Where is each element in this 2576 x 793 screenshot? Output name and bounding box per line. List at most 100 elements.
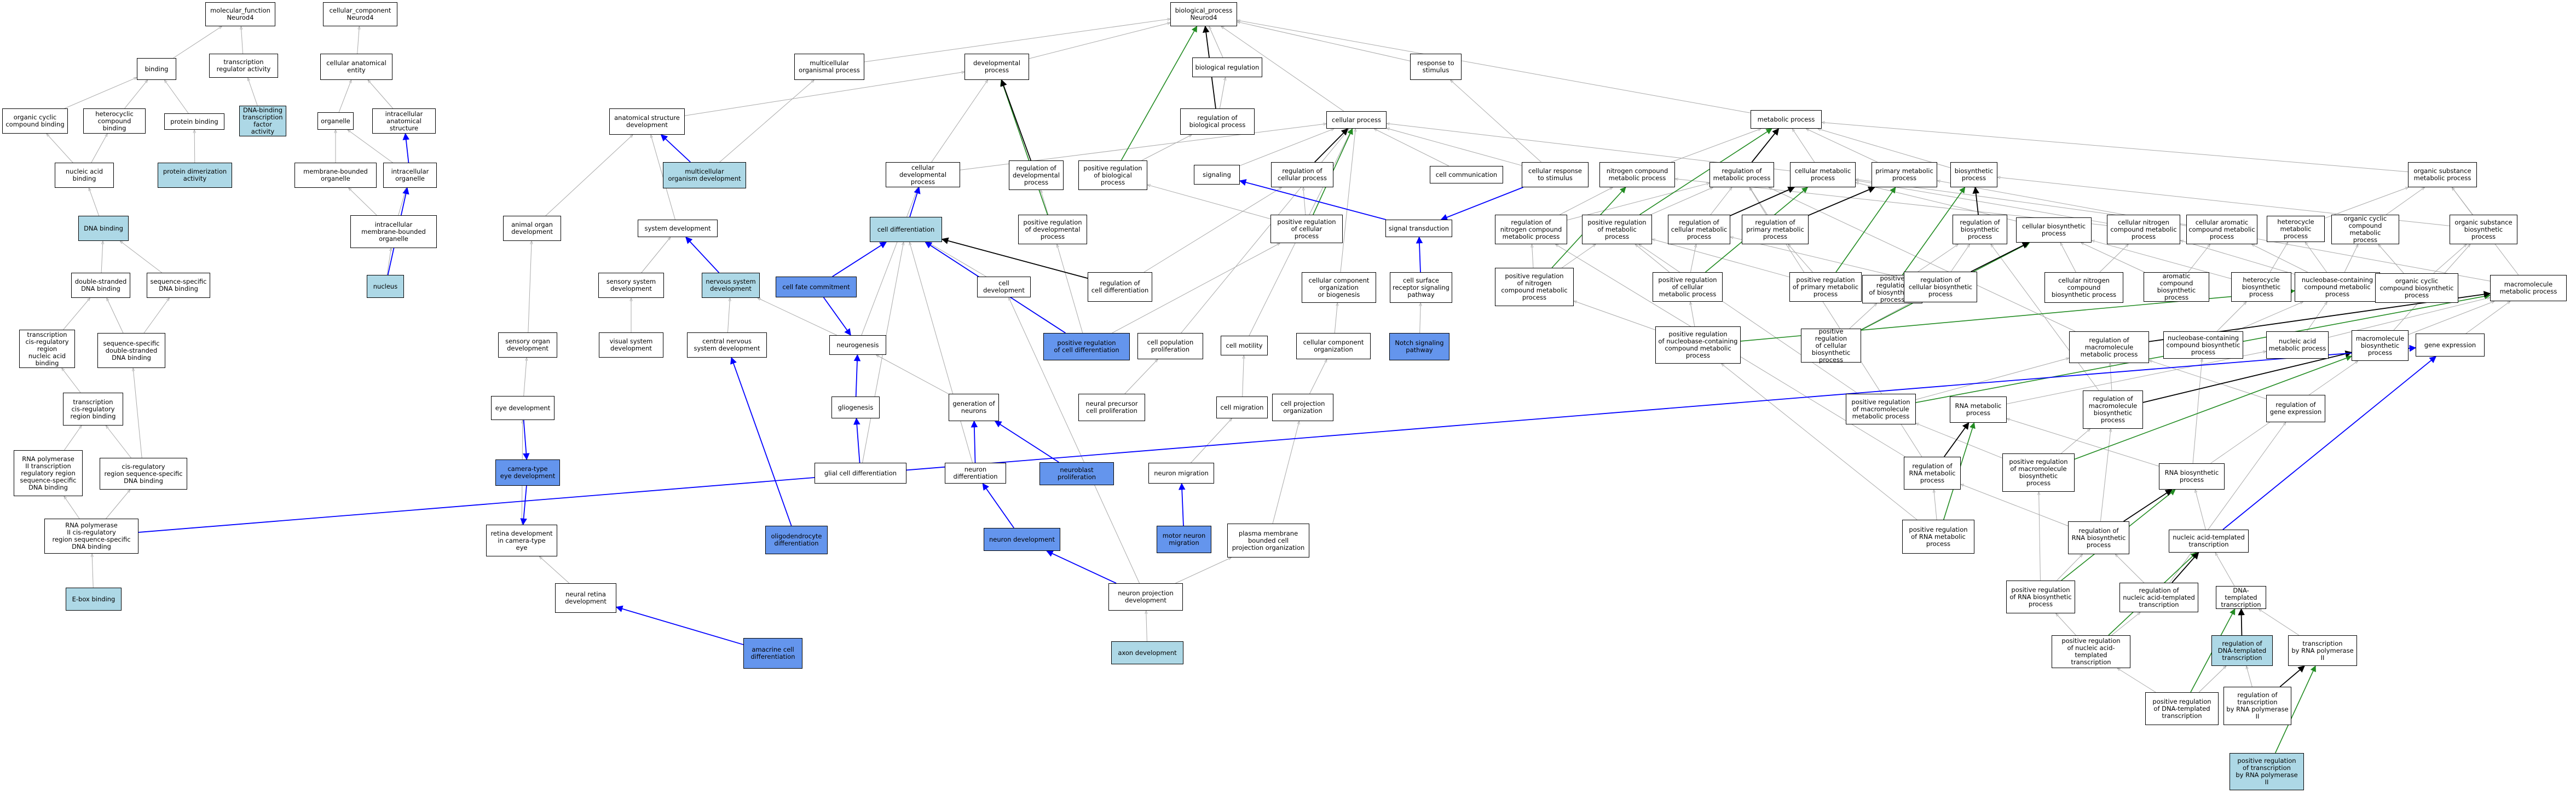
term-node-cc: cellular_component Neurod4 [323,2,397,26]
term-node-hmp: heterocycle metabolic process [2267,216,2325,242]
edge-gray-cncmp-to-cmp [1856,180,2107,224]
term-node-rmp: regulation of metabolic process [1709,162,1774,187]
term-node-camp: cellular aromatic compound metabolic pro… [2186,215,2257,244]
edge-green-prbp-to-bp [1120,26,1198,161]
edge-gray-prcp-to-prbp [1147,185,1271,220]
edge-blue-acd-to-nrd [615,605,744,645]
edge-gray-prrnamp-to-rrnamp [1934,490,1937,520]
edge-gray-prcmp-to-prmp [1635,244,1670,273]
edge-gray-mod-to-mop [719,80,815,163]
edge-gray-ccom-to-cp [1374,128,1449,166]
edge-blue-crs-to-st [1440,187,1523,221]
edge-gray-mp-to-bp [1237,20,1751,113]
term-node-tra: transcription regulator activity [209,54,278,78]
edge-gray-rrnabsp-to-rrnamp [1961,484,2069,526]
edge-gray-nrd-to-rdev [539,556,570,584]
edge-gray-rnap2-to-trcrb [64,426,82,451]
edge-gray-ssdsdb-to-ssdb [143,298,169,334]
edge-gray-mop-to-bp [864,19,1170,62]
edge-black-rcbsp-to-cbsp [1971,242,2030,272]
term-node-neurogenesis: neurogenesis [829,335,886,355]
term-node-ge: gene expression [2416,334,2485,357]
term-node-cncmp: cellular nitrogen compound metabolic pro… [2107,215,2180,244]
term-node-prcd: positive regulation of cell differentiat… [1043,333,1130,360]
edge-gray-dnab-to-nab [89,188,100,216]
term-node-trnap2: transcription by RNA polymerase II [2288,635,2357,666]
term-node-cpo: cell projection organization [1272,394,1333,421]
term-node-cmot: cell motility [1221,336,1268,355]
term-node-nccbsp: nucleobase-containing compound biosynthe… [2163,331,2243,359]
term-node-ias: intracellular anatomical structure [372,108,436,134]
term-node-rge: regulation of gene expression [2266,395,2325,422]
term-node-ed: eye development [491,396,555,420]
term-node-ad: axon development [1111,641,1183,664]
term-node-hcb: heterocyclic compound binding [83,108,146,134]
term-node-bsp: biosynthetic process [1950,162,1997,187]
edge-gray-ssdb-to-dnab [120,241,163,273]
edge-gray-nsp-to-csrsp [1420,303,1421,334]
edge-gray-rbp-to-breg [1219,77,1225,109]
edge-gray-prmmp-to-prmp [1639,244,1859,394]
edge-gray-io-to-organelle [348,130,393,163]
term-node-natt: nucleic acid-templated transcription [2169,530,2249,553]
term-node-nd: neuron differentiation [945,463,1006,484]
term-node-mop: multicellular organismal process [794,54,864,80]
edge-black-rbsp-to-bsp [1972,186,1980,215]
edge-gray-acbsp-to-cbsp [2081,242,2145,273]
edge-gray-nametp-to-nccmp [2306,302,2327,332]
edge-gray-ncmp-to-mp [1671,129,1761,163]
edge-gray-prcmp-to-rcmp [1690,244,1696,273]
term-node-rbp: regulation of biological process [1180,108,1255,135]
edge-gray-hbsp-to-hmp [2269,242,2288,273]
edge-blue-cfc-to-neurogenesis [823,297,851,336]
term-node-occb: organic cyclic compound binding [2,108,68,134]
term-node-cmig: cell migration [1216,396,1268,418]
edge-blue-nd-to-gon [971,420,978,463]
term-node-dnab: DNA binding [78,216,129,241]
edge-gray-nucleus-to-imbo [386,248,391,275]
edge-gray-asd-to-dp [684,72,964,116]
edge-gray-prnatt-to-rnatt [2111,612,2141,636]
term-node-rcbsp: regulation of cellular biosynthetic proc… [1904,272,1977,302]
edge-gray-acbsp-to-camp [2187,244,2210,273]
term-node-mf: molecular_function Neurod4 [205,2,275,26]
edge-gray-prrnamp-to-prncc [1722,364,1917,520]
edge-gray-rnatt-to-rge [2169,422,2286,583]
edge-gray-npd-to-cdev [1008,297,1140,584]
term-node-sig: signaling [1194,165,1240,185]
term-node-rcmp: regulation of cellular metabolic process [1668,215,1730,244]
edge-gray-cnsd-to-nsd [727,298,730,333]
term-node-pmbcpo: plasma membrane bounded cell projection … [1227,524,1309,558]
edge-blue-natt-to-ge [2222,356,2437,530]
term-node-prrnabsp: positive regulation of RNA biosynthetic … [2006,581,2075,613]
term-node-prncmp: positive regulation of nitrogen compound… [1495,268,1574,306]
edge-blue-gcd-to-gliog [853,417,860,463]
term-node-cdp: cellular developmental process [886,162,960,187]
term-node-rrnabsp: regulation of RNA biosynthetic process [2068,521,2129,554]
edge-blue-gliog-to-neurogenesis [853,354,861,397]
term-node-rrnamp: regulation of RNA metabolic process [1904,457,1961,490]
term-node-prmp: positive regulation of metabolic process [1582,215,1652,244]
edge-gray-osmp-to-mp [1822,122,2408,173]
term-node-ssdb: sequence-specific DNA binding [147,273,210,298]
term-node-rdtt: regulation of DNA-templated transcriptio… [2211,635,2273,666]
edge-blue-nbp-to-gon [994,421,1059,463]
edge-gray-nccmp-to-occmp [2344,244,2359,273]
term-node-prcbsp: positive regulation of cellular biosynth… [1801,327,1861,363]
edge-black-rmp-to-mp [1751,128,1780,163]
edge-gray-imbo-to-mbo [349,188,377,216]
term-node-prnatt: positive regulation of nucleic acid-temp… [2052,635,2130,668]
term-node-osbsp: organic substance biosynthetic process [2450,215,2517,244]
edge-gray-bsp-to-mp [1818,129,1951,168]
edge-gray-occbsp-to-osbsp [2433,244,2467,274]
term-node-rcd: regulation of cell differentiation [1088,272,1152,302]
edge-gray-rmbsp-to-rbsp [1991,244,2099,391]
edge-gray-nd-to-cdiff [910,242,973,463]
term-node-acbsp: aromatic compound biosynthetic process [2144,272,2209,302]
term-node-dp: developmental process [964,54,1029,80]
term-node-cmp: cellular metabolic process [1790,162,1856,187]
term-node-nsd: nervous system development [702,273,760,298]
edge-gray-rge-to-rmmp [2149,360,2267,399]
edge-black-rrnamp-to-rnamp [1943,422,1969,457]
edge-gray-ias-to-cae [368,80,394,109]
